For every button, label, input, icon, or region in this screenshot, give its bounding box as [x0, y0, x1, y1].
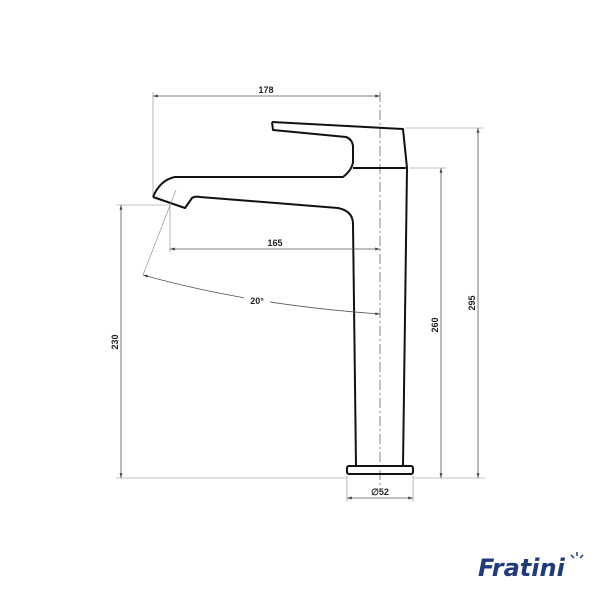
label-spout-height: 230 — [110, 334, 120, 349]
label-base-diameter: ∅52 — [371, 487, 389, 497]
label-body-height: 260 — [430, 317, 440, 332]
logo-splash-icon — [570, 552, 584, 559]
dimension-base-diameter — [346, 476, 414, 502]
faucet-outline — [152, 121, 414, 475]
label-spout-reach: 165 — [267, 238, 282, 248]
dimension-overall-height — [405, 127, 484, 478]
dimension-body-height — [410, 167, 485, 479]
label-overall-height: 295 — [467, 295, 477, 310]
brand-logo: Fratini — [478, 554, 566, 582]
dimension-spout-reach — [169, 205, 380, 252]
label-angle: 20° — [250, 296, 264, 306]
dimension-spout-height — [116, 204, 347, 479]
label-overall-width: 178 — [258, 85, 273, 95]
dimension-overall-width — [152, 92, 380, 195]
dimension-angle — [142, 189, 381, 316]
